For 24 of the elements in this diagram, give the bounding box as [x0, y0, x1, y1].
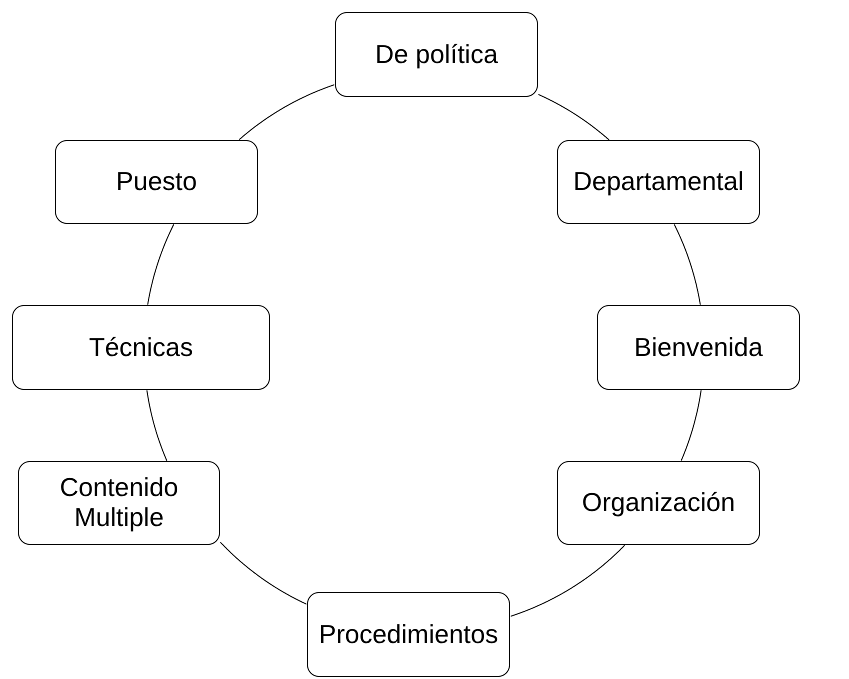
- connector-arc: [220, 542, 307, 605]
- connector-arc: [146, 390, 168, 462]
- process-box: [18, 461, 220, 545]
- connector-arc: [510, 544, 626, 617]
- connector-arc: [147, 224, 174, 306]
- connector-arc: [238, 84, 335, 140]
- connector-arc: [680, 390, 702, 462]
- box-label: Organización: [582, 488, 736, 518]
- process-box: [12, 305, 270, 390]
- box-label: Puesto: [116, 167, 197, 197]
- process-box: [335, 12, 538, 97]
- box-label: Técnicas: [88, 332, 194, 362]
- process-box: [307, 592, 510, 677]
- connector-arc: [674, 224, 701, 306]
- box-label: Bienvenida: [634, 332, 763, 362]
- box-label: Contenido Multiple: [58, 473, 180, 533]
- box-label: De política: [375, 40, 498, 70]
- box-label: Departamental: [573, 167, 744, 197]
- process-box: [597, 305, 800, 390]
- connector-arc: [538, 94, 610, 140]
- process-box: [55, 140, 258, 224]
- process-box: [557, 461, 760, 545]
- box-label: Procedimientos: [318, 620, 498, 650]
- process-box: [557, 140, 760, 224]
